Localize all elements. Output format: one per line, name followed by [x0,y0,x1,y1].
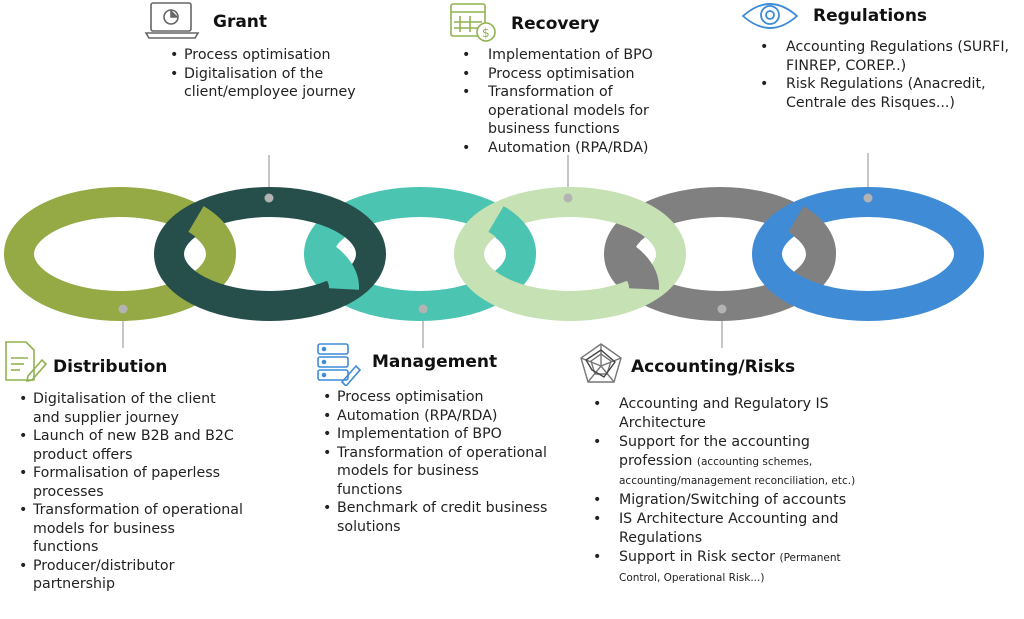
accounting-list: Accounting and Regulatory IS Architectur… [593,395,878,587]
recovery-list: Implementation of BPO Process optimisati… [462,46,677,157]
list-item: Digitalisation of the client and supplie… [19,390,244,427]
list-item: Process optimisation [462,65,677,84]
list-item: Implementation of BPO [462,46,677,65]
distribution-title: Distribution [53,357,168,377]
distribution-list: Digitalisation of the client and supplie… [19,390,244,594]
list-item: Implementation of BPO [323,425,548,444]
list-item: Process optimisation [170,46,385,65]
regulations-title: Regulations [813,6,928,26]
list-item: Formalisation of paperless processes [19,464,244,501]
radar-chart-icon [578,342,624,390]
list-item: Transformation of operational models for… [19,501,244,557]
list-item: Accounting Regulations (SURFI, FINREP, C… [760,38,1015,75]
grant-list: Process optimisation Digitalisation of t… [170,46,385,102]
list-item: Automation (RPA/RDA) [462,139,677,158]
list-item: Transformation of operational models for… [323,444,548,500]
eye-icon [740,0,800,38]
accounting-title: Accounting/Risks [631,357,796,377]
list-item: Benchmark of credit business solutions [323,499,548,536]
list-item: Transformation of operational models for… [462,83,677,139]
grant-title: Grant [213,12,268,32]
calendar-dollar-icon: $ [448,0,498,48]
laptop-chart-icon [143,0,201,44]
list-item: Producer/distributor partnership [19,557,244,594]
svg-text:$: $ [482,26,490,40]
list-item: Automation (RPA/RDA) [323,407,548,426]
list-item: Process optimisation [323,388,548,407]
list-item: IS Architecture Accounting and Regulatio… [593,510,878,548]
management-title: Management [372,352,498,372]
list-item: Risk Regulations (Anacredit, Centrale de… [760,75,1015,112]
list-item: Accounting and Regulatory IS Architectur… [593,395,878,433]
server-pen-icon [316,342,362,390]
document-pen-icon [0,338,48,390]
recovery-title: Recovery [511,14,600,34]
list-item: Digitalisation of the client/employee jo… [170,65,385,102]
management-list: Process optimisation Automation (RPA/RDA… [323,388,548,536]
regulations-list: Accounting Regulations (SURFI, FINREP, C… [760,38,1015,112]
list-item: Migration/Switching of accounts [593,491,878,511]
list-item: Support in Risk sector (Permanent Contro… [593,548,878,587]
list-item: Support for the accounting profession (a… [593,433,878,491]
list-item: Launch of new B2B and B2C product offers [19,427,244,464]
